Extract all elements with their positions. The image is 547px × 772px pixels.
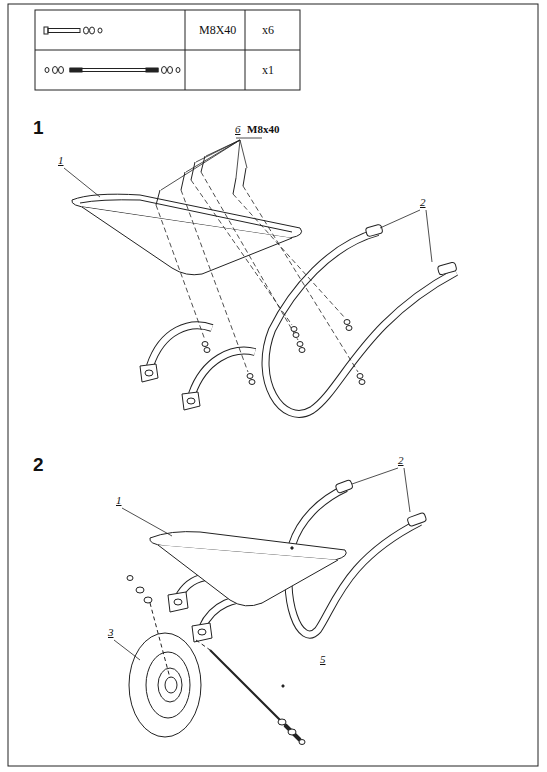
- callout-number: 2: [398, 455, 404, 466]
- bolt-leaders: [161, 138, 262, 190]
- bolt-icon: [44, 27, 102, 34]
- step-number: 2: [33, 455, 44, 474]
- callout-number: 1: [58, 155, 64, 166]
- axle-and-nuts: [127, 576, 305, 745]
- callout-number: 3: [108, 627, 114, 638]
- step-number: 1: [33, 118, 44, 137]
- bolt-paths: [156, 172, 358, 372]
- wheel: [129, 633, 201, 737]
- callout-leaders-step2: [114, 468, 410, 687]
- table-cell: x6: [262, 24, 274, 36]
- wheelbarrow-assembled: [150, 480, 427, 642]
- table-cell: M8X40: [199, 24, 236, 36]
- axle-icon: [45, 67, 180, 74]
- callout-leaders-step1: [64, 168, 432, 262]
- callout-number: 2: [420, 197, 426, 208]
- nuts-step1: [202, 320, 365, 385]
- callout-number: 5: [320, 654, 326, 665]
- callout-number: 6: [235, 124, 241, 135]
- callout-number: 1: [116, 495, 122, 506]
- table-cell: x1: [262, 64, 274, 76]
- page-frame: [8, 4, 538, 766]
- bolt-size: M8x40: [247, 124, 279, 135]
- parts-table: [35, 10, 300, 90]
